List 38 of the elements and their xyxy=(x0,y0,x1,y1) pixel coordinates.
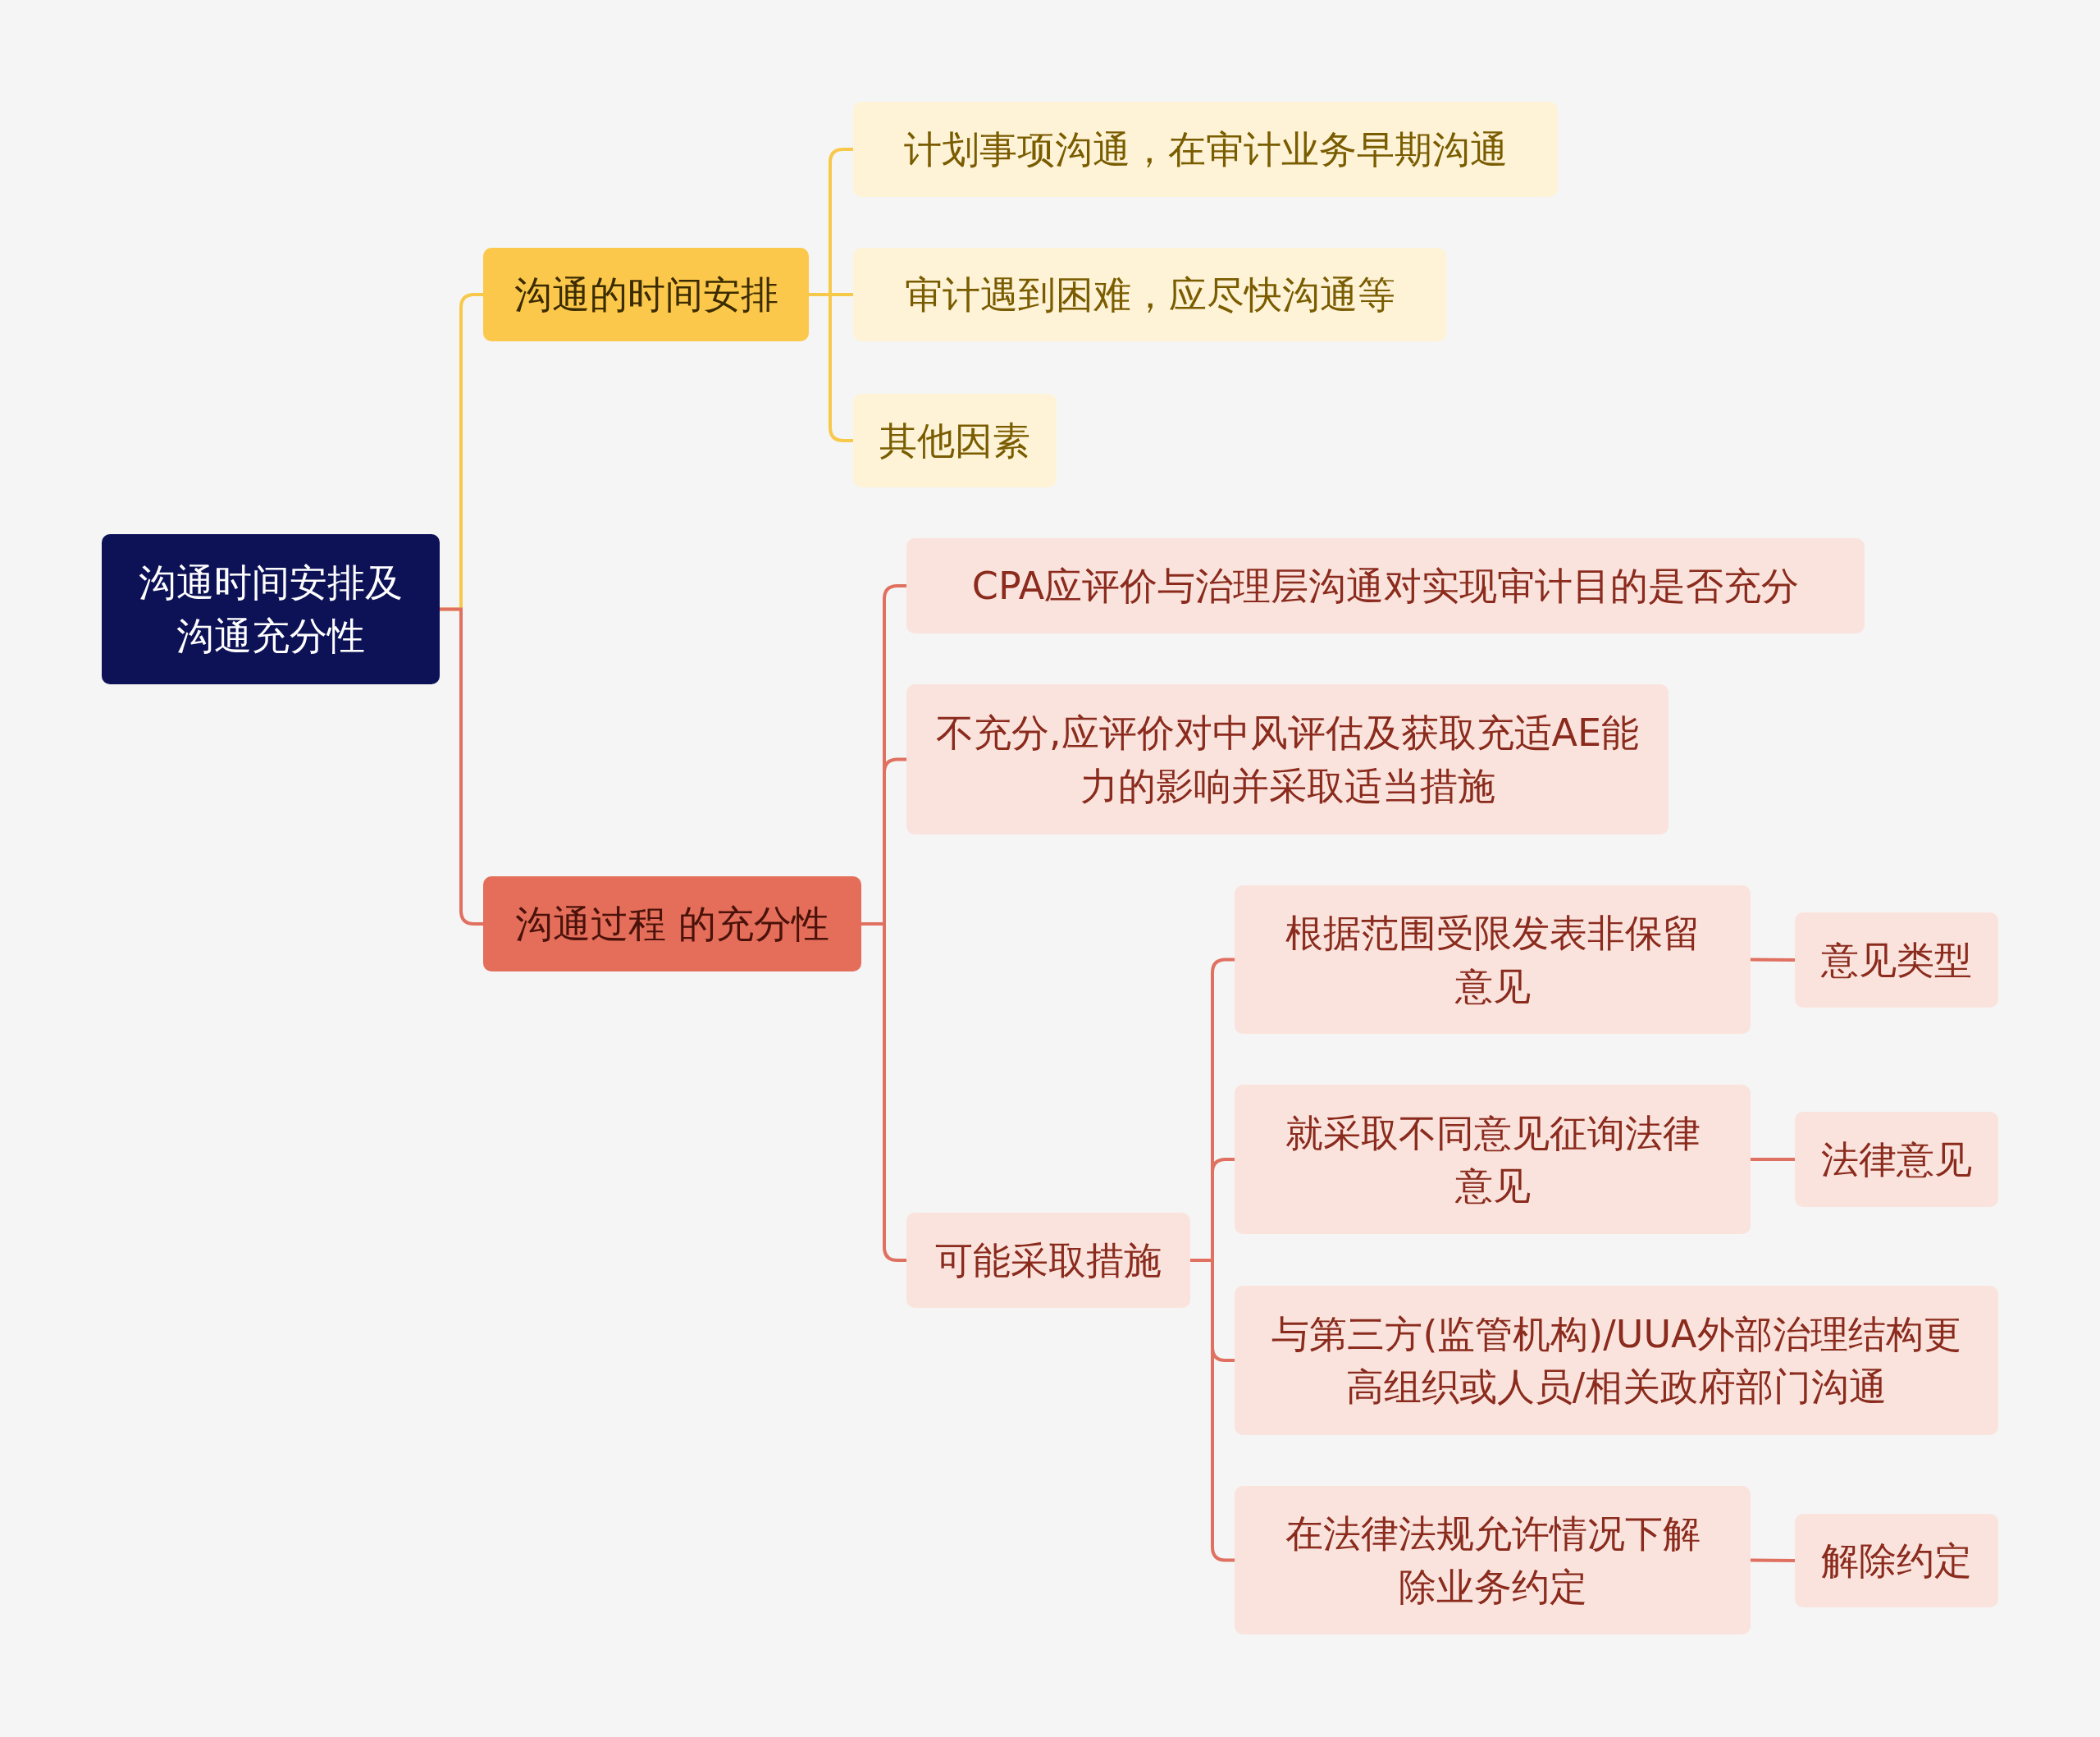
topic-box xyxy=(906,538,1865,633)
topic-text: 法律意见 xyxy=(1821,1136,1972,1183)
topic-box xyxy=(483,876,861,971)
topic-text: 不充分,应评价对中风评估及获取充适AE能力的影响并采取适当措施 xyxy=(934,710,1641,810)
topic-text: 可能采取措施 xyxy=(935,1236,1162,1284)
connector-line xyxy=(1751,1158,1795,1161)
topic-text: 计划事项沟通，在审计业务早期沟通 xyxy=(903,126,1508,173)
topic-text: 沟通时间安排及沟通充分性 xyxy=(138,560,404,660)
topic-text: 解除约定 xyxy=(1821,1537,1972,1584)
topic-box xyxy=(1235,1486,1751,1634)
topic-text: 沟通过程 的充分性 xyxy=(515,900,829,948)
topic-box xyxy=(853,102,1558,197)
topic-text: 意见类型 xyxy=(1821,936,1972,984)
connector-line xyxy=(861,922,906,1262)
topic-box xyxy=(1795,1112,1998,1207)
topic-box xyxy=(1235,1085,1751,1234)
topic-box xyxy=(906,684,1669,834)
connector-line xyxy=(440,607,483,926)
topic-box xyxy=(853,394,1057,487)
topic-box xyxy=(853,248,1446,341)
topic-box xyxy=(483,248,809,341)
connector-line xyxy=(1190,1259,1235,1562)
topic-text: 审计遇到困难，应尽快沟通等 xyxy=(904,271,1395,318)
topic-text: 与第三方(监管机构)/UUA外部治理结构更高组织或人员/相关政府部门沟通 xyxy=(1271,1310,1962,1410)
topic-box xyxy=(1795,912,1998,1008)
topic-box xyxy=(1235,1286,1998,1435)
topic-text: 就采取不同意见征询法律意见 xyxy=(1284,1109,1701,1209)
topic-box xyxy=(906,1213,1190,1308)
topic-text: 沟通的时间安排 xyxy=(514,271,778,318)
topic-text: 根据范围受限发表非保留意见 xyxy=(1284,910,1701,1010)
topic-box xyxy=(1235,885,1751,1034)
connector-line xyxy=(1750,1558,1796,1562)
topic-text: 在法律法规允许情况下解除业务约定 xyxy=(1284,1511,1701,1611)
topic-text: CPA应评价与治理层沟通对实现审计目的是否充分 xyxy=(971,562,1800,610)
topic-text: 其他因素 xyxy=(879,417,1030,464)
root-topic-box xyxy=(102,534,440,684)
connector-line xyxy=(1750,958,1796,962)
topic-box xyxy=(1795,1514,1998,1607)
